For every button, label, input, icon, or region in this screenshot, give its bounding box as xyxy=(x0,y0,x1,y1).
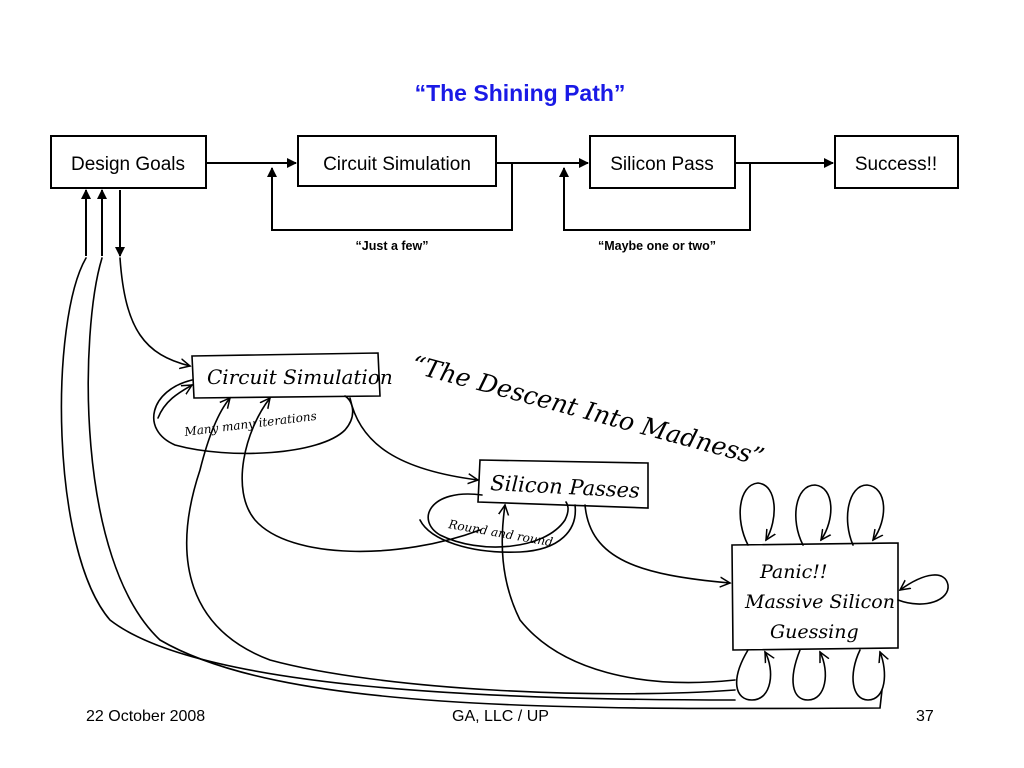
design-goals-label: Design Goals xyxy=(71,154,185,175)
goals-to-panic-curve-2 xyxy=(87,257,883,710)
descent-circuit-simulation-box xyxy=(191,352,381,399)
panic-to-circuit-curve xyxy=(186,398,736,695)
panic-top-loop-3 xyxy=(846,484,885,546)
circuit-simulation-label: Circuit Simulation xyxy=(323,154,471,175)
descent-sketch xyxy=(60,257,949,710)
panic-bottom-loop-1 xyxy=(735,649,771,701)
panic-bottom-loop-3 xyxy=(852,649,884,701)
silicon-to-panic-arrow xyxy=(584,504,730,583)
descent-silicon-passes-label: Silicon Passes xyxy=(490,471,641,503)
success-label: Success!! xyxy=(855,154,937,175)
panic-top-loop-1 xyxy=(739,482,774,546)
circuit-simulation-box xyxy=(297,135,497,187)
goals-to-panic-curve-1 xyxy=(60,257,736,701)
silicon-loop-label: “Maybe one or two” xyxy=(598,239,716,253)
success-box xyxy=(834,135,959,189)
silicon-feedback-loop xyxy=(559,163,751,231)
descent-goals-to-circuit-arrow xyxy=(119,257,190,366)
circuit-to-silicon-arrow xyxy=(349,397,478,480)
slide-title: “The Shining Path” xyxy=(415,80,626,106)
silicon-round-loop xyxy=(427,493,569,548)
silicon-to-circuit-arrow xyxy=(241,398,481,553)
descent-title: “The Descent Into Madness” xyxy=(408,350,767,472)
shining-path-flowchart xyxy=(50,135,959,257)
footer-organization: GA, LLC / UP xyxy=(452,708,549,725)
silicon-round-loop-2 xyxy=(419,504,577,553)
panic-line-3: Guessing xyxy=(770,621,859,643)
panic-box xyxy=(731,542,899,651)
silicon-loop-handwritten-label: Round and round xyxy=(446,517,554,549)
panic-line-1: Panic!! xyxy=(759,561,827,583)
silicon-pass-label: Silicon Pass xyxy=(610,154,714,175)
descent-silicon-passes-box xyxy=(477,459,649,509)
descent-circuit-simulation-label: Circuit Simulation xyxy=(207,365,393,389)
footer-date: 22 October 2008 xyxy=(86,708,206,725)
circuit-loop-return xyxy=(157,385,192,419)
panic-bottom-loop-2 xyxy=(792,649,825,701)
panic-line-2: Massive Silicon xyxy=(744,591,895,613)
circuit-iteration-loop xyxy=(152,379,354,455)
panic-right-loop xyxy=(897,574,949,605)
footer-page-number: 37 xyxy=(916,708,934,725)
panic-top-loop-2 xyxy=(795,484,832,546)
panic-to-silicon-curve xyxy=(502,505,736,684)
circuit-loop-label: “Just a few” xyxy=(356,239,429,253)
circuit-feedback-loop xyxy=(267,163,513,231)
